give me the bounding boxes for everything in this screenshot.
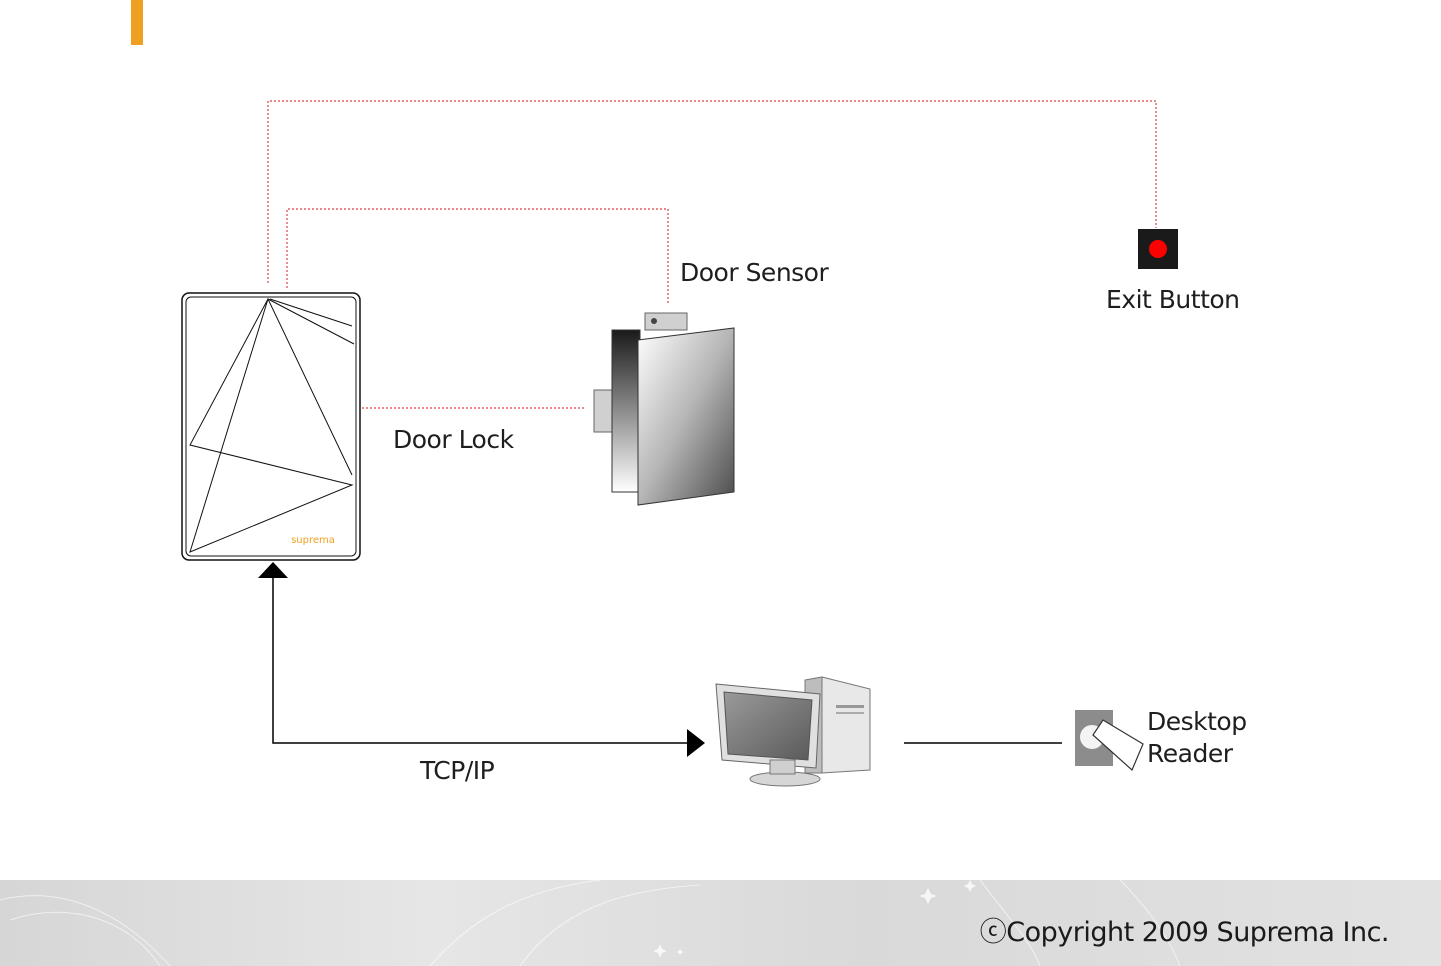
tcpip-link: [273, 578, 690, 743]
desktop-reader-label-line2: Reader: [1147, 738, 1287, 770]
exit-button-wire: [268, 101, 1156, 283]
desktop-reader-label-line1: Desktop: [1147, 706, 1287, 738]
footer-bar: ⓒCopyright 2009 Suprema Inc.: [0, 880, 1441, 966]
tcpip-label: TCP/IP: [420, 756, 494, 785]
fingerprint-terminal-icon: suprema: [182, 293, 360, 560]
copyright-text: ⓒCopyright 2009 Suprema Inc.: [980, 910, 1389, 949]
desktop-reader-label: Desktop Reader: [1147, 706, 1287, 770]
device-brand-logo: suprema: [291, 535, 335, 546]
door-icon: [594, 313, 734, 505]
arrow-right: [687, 729, 705, 757]
desktop-reader-icon: [1075, 710, 1143, 770]
door-lock-label: Door Lock: [393, 425, 514, 454]
exit-button-icon: [1138, 229, 1178, 269]
arrow-up: [258, 562, 288, 578]
exit-button-label: Exit Button: [1106, 285, 1240, 314]
accent-bar: [131, 0, 143, 45]
door-sensor-wire: [287, 209, 668, 303]
desktop-computer-icon: [716, 677, 870, 786]
door-sensor-label: Door Sensor: [680, 258, 828, 287]
